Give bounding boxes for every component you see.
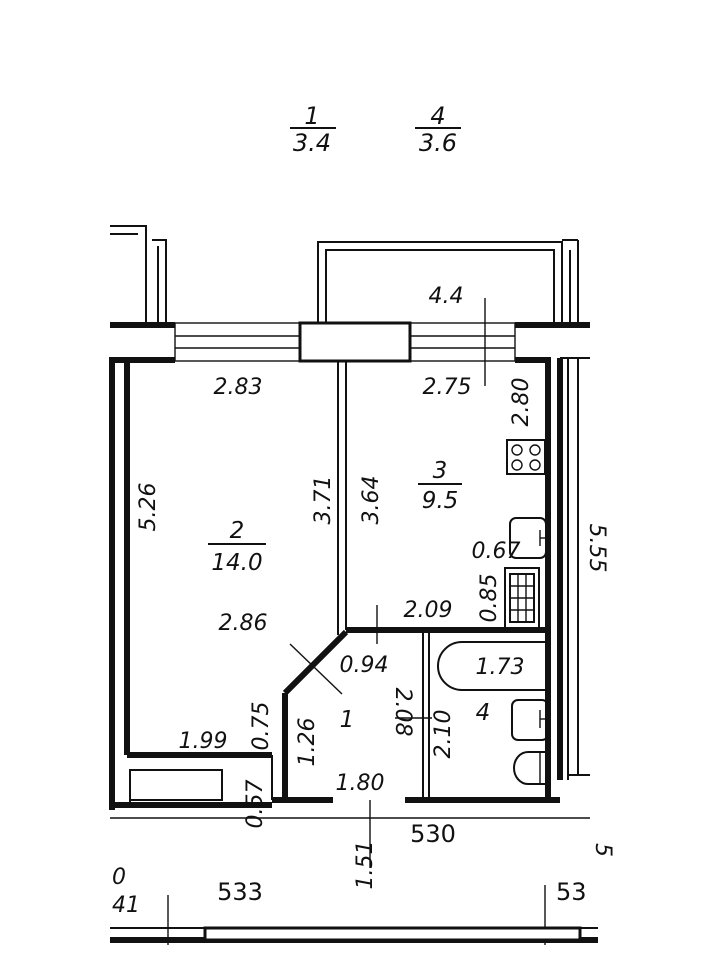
dim-edge-left-b: 41 (112, 893, 140, 918)
window-left (174, 322, 301, 362)
room-area: 14.0 (211, 550, 262, 576)
dim-axis-left: 533 (217, 878, 263, 906)
dim-bath-left: 2.10 (431, 710, 456, 759)
dim-edge-mid-right: 5 (590, 843, 615, 857)
dim-edge-left-a: 0 (112, 865, 126, 890)
dim-bath-top: 1.73 (476, 655, 525, 680)
room-number: 3 (433, 458, 448, 484)
dim-room3-left: 3.64 (359, 476, 384, 525)
dimension-labels: 4.4 2.83 2.75 2.86 0.67 2.09 0.94 1.73 1… (112, 284, 587, 918)
exterior-walls (109, 321, 590, 810)
vertical-dimension-labels: 2.80 5.26 3.71 3.64 0.85 0.75 1.26 2.08 … (136, 378, 615, 890)
legend-number: 4 (430, 102, 445, 130)
bottom-wall (110, 926, 598, 943)
dim-room2-mid: 2.86 (219, 611, 268, 636)
dim-entry-depth: 1.51 (353, 841, 378, 890)
room-area: 9.5 (422, 488, 459, 514)
interior-walls (112, 360, 560, 808)
room-1-number: 1 (340, 707, 355, 733)
wall-pier (298, 321, 412, 363)
ventilation-shaft (504, 567, 540, 629)
legend-area: 3.6 (419, 129, 457, 157)
left-balcony-fragment (110, 225, 167, 322)
dim-hall-left: 1.26 (295, 718, 320, 767)
kitchen-stove (506, 439, 546, 475)
dim-hall-step: 0.75 (249, 702, 274, 751)
dim-hall-bottom: 1.80 (336, 771, 385, 796)
dim-edge-bottom-right: 53 (556, 878, 587, 906)
room-4-number: 4 (476, 700, 491, 726)
dim-hall-right: 2.08 (390, 688, 415, 737)
legend-area: 3.4 (293, 129, 331, 157)
dimension-lines (110, 298, 590, 945)
dim-edge-right: 5.55 (584, 524, 609, 573)
dim-room2-left: 5.26 (136, 483, 161, 532)
toilet (513, 751, 548, 785)
dim-room3-right: 2.80 (509, 378, 534, 427)
dim-room3-bottom: 2.09 (404, 598, 453, 623)
kitchen-sink (509, 517, 547, 559)
window-right (409, 322, 516, 362)
room-3-label: 3 9.5 (418, 458, 462, 514)
legend-item-2: 4 3.6 (415, 102, 461, 157)
dim-hall-diag: 0.94 (340, 653, 389, 678)
room-number: 2 (230, 518, 245, 544)
bathtub (437, 641, 548, 691)
dim-room3-top: 2.75 (423, 375, 472, 400)
dim-entry-side: 0.57 (243, 780, 268, 829)
bathroom-sink (511, 699, 549, 741)
dim-room2-right: 3.71 (311, 476, 336, 525)
legend-number: 1 (304, 102, 319, 130)
dim-balcony: 4.4 (429, 284, 464, 309)
dim-room2-top: 2.83 (214, 375, 263, 400)
dim-niche-side: 0.85 (477, 574, 502, 623)
dim-niche-top: 0.67 (472, 539, 521, 564)
dim-room2-bottom: 1.99 (179, 729, 228, 754)
legend-item-1: 1 3.4 (290, 102, 336, 157)
dim-axis-mid: 530 (410, 820, 456, 848)
room-2-label: 2 14.0 (208, 518, 266, 576)
balcony (317, 239, 579, 326)
